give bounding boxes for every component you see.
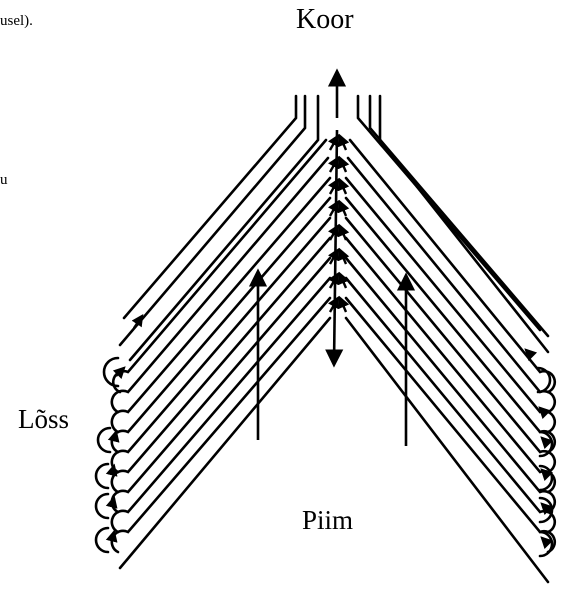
right-disc-lines (344, 94, 557, 584)
center-chevron-arrows (328, 133, 350, 313)
cream-label: Koor (296, 4, 354, 35)
sediment-label: Lõss (18, 404, 70, 434)
center-down-arrow (325, 129, 344, 368)
edge-flow-arrows (105, 314, 554, 550)
milk-label: Piim (302, 505, 354, 535)
text-fragment-mid: u (0, 172, 8, 188)
text-fragment-top: usel). (0, 13, 33, 29)
left-disc-lines (94, 94, 332, 570)
